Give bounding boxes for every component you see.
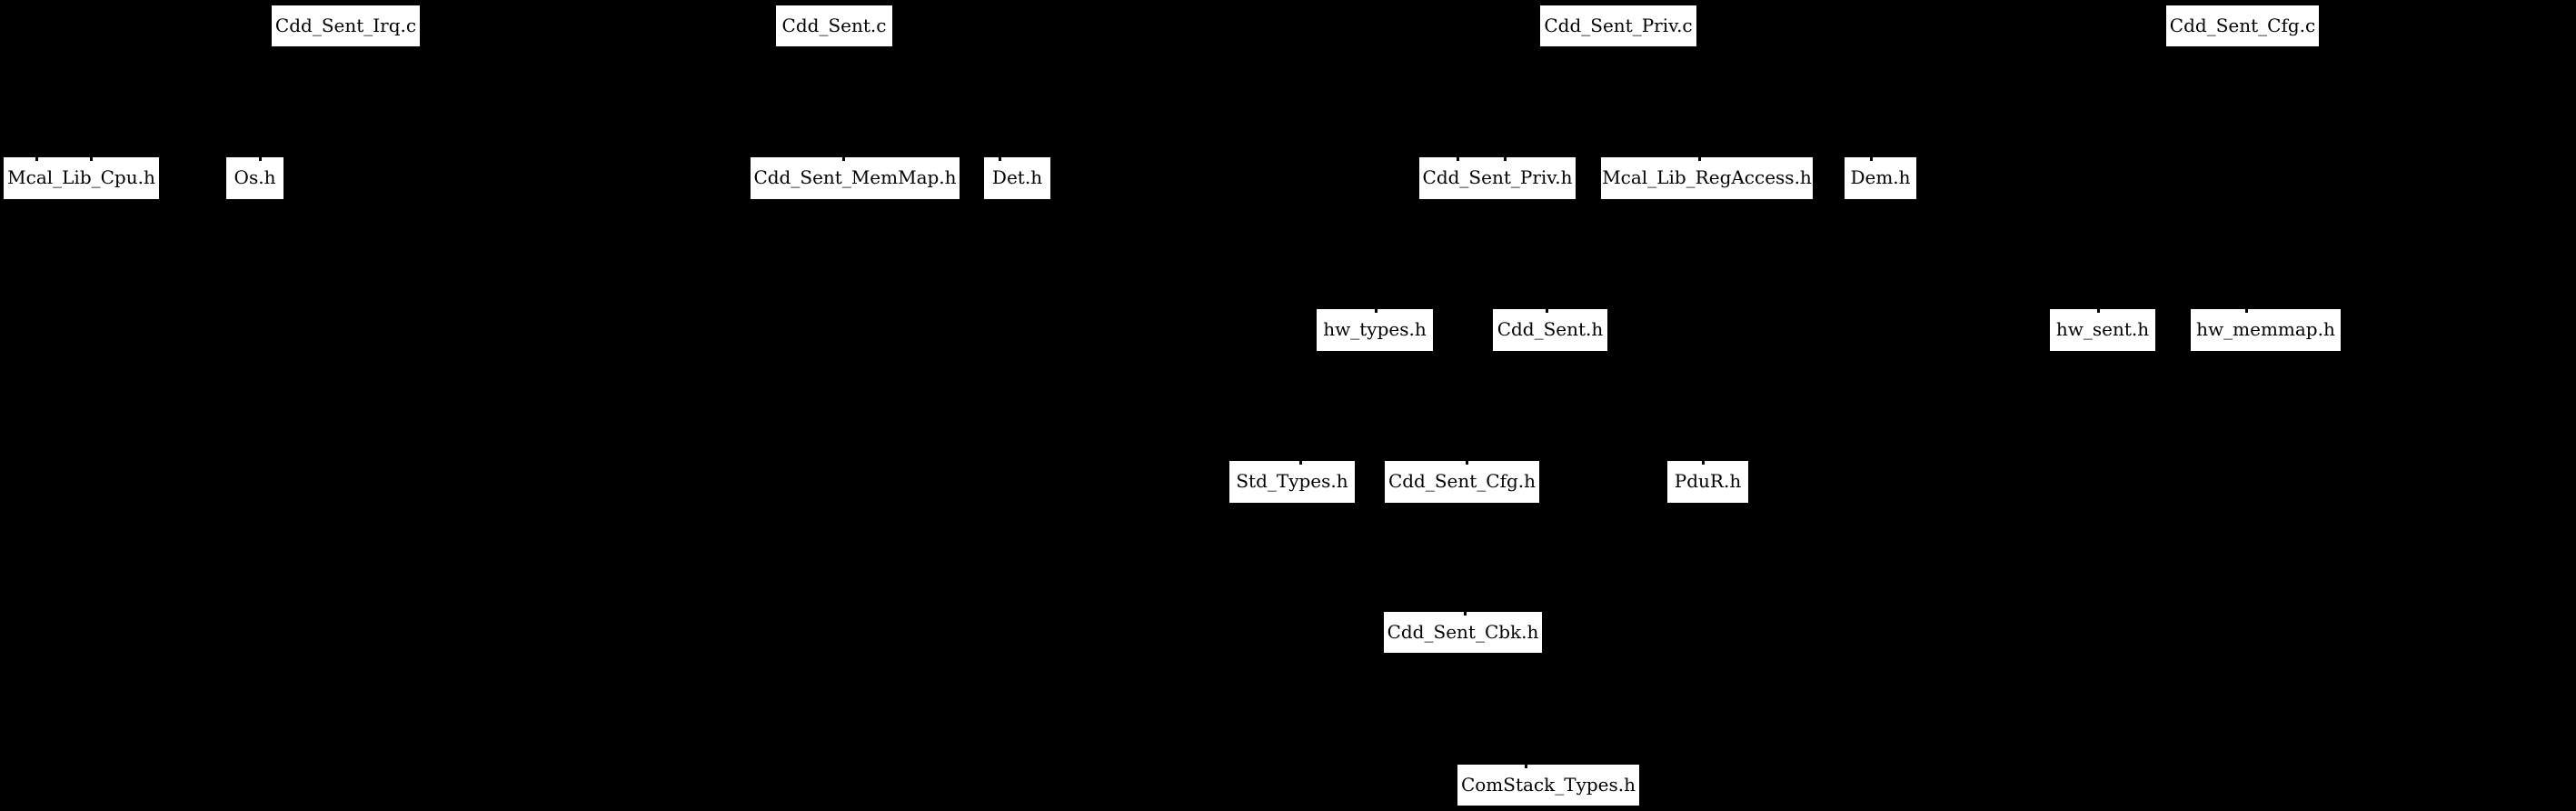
graph-node-cdd-sent-priv-c[interactable]: Cdd_Sent_Priv.c bbox=[1539, 5, 1697, 47]
graph-node-label: Cdd_Sent_Priv.c bbox=[1544, 14, 1693, 36]
graph-node-label: Cdd_Sent_Irq.c bbox=[274, 14, 417, 36]
graph-node-mcal-lib-regaccess-h[interactable]: Mcal_Lib_RegAccess.h bbox=[1600, 156, 1814, 200]
graph-node-label: Cdd_Sent_Cfg.h bbox=[1387, 470, 1537, 492]
edge-arrowhead-mark bbox=[259, 157, 262, 161]
edge-arrowhead-mark bbox=[1525, 765, 1527, 768]
graph-node-cdd-sent-cbk-h[interactable]: Cdd_Sent_Cbk.h bbox=[1383, 611, 1543, 654]
graph-node-label: Cdd_Sent.h bbox=[1497, 318, 1604, 340]
graph-node-pdur-h[interactable]: PduR.h bbox=[1666, 460, 1749, 504]
graph-node-os-h[interactable]: Os.h bbox=[225, 156, 284, 200]
graph-node-hw-sent-h[interactable]: hw_sent.h bbox=[2049, 308, 2156, 352]
graph-node-label: Std_Types.h bbox=[1236, 470, 1348, 492]
edge-arrowhead-mark bbox=[90, 157, 93, 161]
graph-node-label: Cdd_Sent_Priv.h bbox=[1422, 166, 1573, 188]
graph-node-comstack-types-h[interactable]: ComStack_Types.h bbox=[1457, 764, 1640, 806]
graph-node-label: Os.h bbox=[234, 166, 276, 188]
graph-node-label: Cdd_Sent_Cbk.h bbox=[1387, 620, 1539, 643]
graph-node-label: PduR.h bbox=[1674, 470, 1742, 492]
edge-arrowhead-mark bbox=[1870, 157, 1873, 161]
graph-node-label: Cdd_Sent_Cfg.c bbox=[2169, 14, 2316, 36]
graph-node-label: Mcal_Lib_RegAccess.h bbox=[1602, 166, 1812, 188]
graph-node-label: Cdd_Sent.c bbox=[781, 14, 887, 36]
graph-node-cdd-sent-memmap-h[interactable]: Cdd_Sent_MemMap.h bbox=[750, 156, 960, 200]
graph-node-std-types-h[interactable]: Std_Types.h bbox=[1228, 460, 1356, 504]
graph-node-label: hw_sent.h bbox=[2055, 318, 2150, 340]
edge-arrowhead-mark bbox=[1546, 309, 1548, 313]
graph-node-hw-types-h[interactable]: hw_types.h bbox=[1316, 308, 1434, 352]
graph-node-label: hw_types.h bbox=[1323, 318, 1427, 340]
edge-arrowhead-mark bbox=[1702, 461, 1705, 465]
graph-node-cdd-sent-cfg-h[interactable]: Cdd_Sent_Cfg.h bbox=[1384, 460, 1540, 504]
edge-arrowhead-mark bbox=[1464, 612, 1467, 616]
edge-arrowhead-mark bbox=[2245, 309, 2248, 313]
graph-node-cdd-sent-cfg-c[interactable]: Cdd_Sent_Cfg.c bbox=[2165, 5, 2320, 47]
edge-arrowhead-mark bbox=[1299, 461, 1302, 465]
graph-node-cdd-sent-priv-h[interactable]: Cdd_Sent_Priv.h bbox=[1418, 156, 1576, 200]
edge-arrowhead-mark bbox=[1457, 157, 1459, 161]
edge-arrowhead-mark bbox=[1698, 157, 1701, 161]
graph-node-det-h[interactable]: Det.h bbox=[983, 156, 1051, 200]
edge-arrowhead-mark bbox=[1375, 309, 1378, 313]
edge-arrowhead-mark bbox=[842, 157, 845, 161]
graph-node-label: Dem.h bbox=[1850, 166, 1911, 188]
graph-node-hw-memmap-h[interactable]: hw_memmap.h bbox=[2190, 308, 2342, 352]
graph-node-label: hw_memmap.h bbox=[2196, 318, 2335, 340]
graph-node-label: Mcal_Lib_Cpu.h bbox=[7, 166, 155, 188]
edge-arrowhead-mark bbox=[2097, 309, 2100, 313]
graph-node-label: ComStack_Types.h bbox=[1460, 773, 1636, 796]
edge-arrowhead-mark bbox=[1466, 461, 1468, 465]
graph-node-mcal-lib-cpu-h[interactable]: Mcal_Lib_Cpu.h bbox=[3, 156, 160, 200]
graph-node-cdd-sent-h[interactable]: Cdd_Sent.h bbox=[1492, 308, 1608, 352]
graph-node-label: Det.h bbox=[991, 166, 1043, 188]
edge-arrowhead-mark bbox=[999, 157, 1001, 161]
graph-node-cdd-sent-c[interactable]: Cdd_Sent.c bbox=[775, 5, 893, 47]
edge-arrowhead-mark bbox=[35, 157, 38, 161]
graph-node-cdd-sent-irq-c[interactable]: Cdd_Sent_Irq.c bbox=[271, 5, 421, 47]
graph-node-label: Cdd_Sent_MemMap.h bbox=[753, 166, 957, 188]
graph-node-dem-h[interactable]: Dem.h bbox=[1844, 156, 1917, 200]
edge-arrowhead-mark bbox=[1504, 157, 1507, 161]
